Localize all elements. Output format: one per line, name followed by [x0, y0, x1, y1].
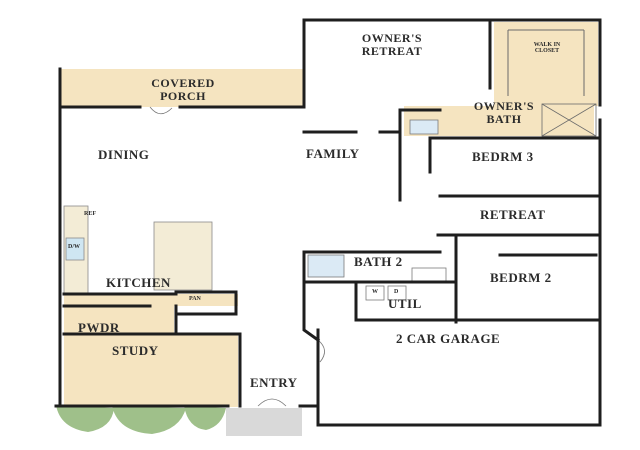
covered-porch-line2: PORCH: [160, 89, 206, 103]
fixture-label-dryer: D: [394, 289, 399, 295]
owners-retreat-line1: OWNER'S: [361, 31, 423, 45]
kitchen-counters: [63, 205, 213, 295]
room-label-bath-2: BATH 2: [354, 254, 403, 269]
closet-floor: [494, 22, 598, 106]
garage-door-swing: [317, 339, 325, 363]
walk-in-closet-line2: CLOSET: [534, 48, 560, 54]
room-label-bedroom-2: BEDRM 2: [490, 270, 552, 285]
room-label-retreat: RETREAT: [480, 207, 546, 222]
room-label-family: FAMILY: [306, 146, 360, 161]
room-label-kitchen: KITCHEN: [106, 275, 171, 290]
room-label-entry: ENTRY: [250, 375, 298, 390]
room-label-study: STUDY: [112, 343, 159, 358]
fixture-label-refrigerator: REF: [84, 211, 96, 217]
study-floor: [64, 333, 238, 407]
kitchen-island: [153, 221, 213, 291]
shower-x2: [541, 103, 597, 137]
landscape: [56, 405, 226, 434]
entry-walkway: [226, 408, 302, 436]
kitchen-strip-floor: [64, 294, 238, 306]
walls: [54, 18, 602, 427]
fixture-label-dishwasher: D/W: [68, 244, 80, 250]
room-label-pantry: PAN: [189, 296, 201, 302]
shrub-right: [184, 406, 226, 430]
room-label-util: UTIL: [388, 296, 422, 311]
entry-door-swing: [257, 398, 287, 407]
room-label-garage: 2 CAR GARAGE: [396, 331, 501, 346]
door-swings: [149, 106, 325, 407]
kitchen-sink: [65, 237, 85, 261]
bath2-tub: [307, 254, 345, 278]
shrub-middle: [112, 406, 186, 434]
wall-entry: [302, 280, 321, 343]
covered-porch-line1: COVERED: [151, 76, 215, 90]
powder-floor: [64, 304, 174, 334]
room-label-covered-porch: COVERED PORCH: [128, 77, 238, 102]
closet-shelves: [507, 29, 585, 96]
fixture-label-washer: W: [372, 289, 378, 295]
room-label-dining: DINING: [98, 147, 150, 162]
owners-bath-tub: [409, 119, 439, 135]
owners-shower: [541, 103, 597, 137]
covered-porch-floor: [60, 69, 304, 107]
shrub-left: [56, 405, 114, 432]
util-dryer: [387, 285, 407, 301]
bath-fixtures: [307, 119, 447, 301]
room-label-owners-bath: OWNER'S BATH: [448, 100, 560, 125]
shower-box: [541, 103, 597, 137]
owners-bath-line1: OWNER'S: [473, 99, 535, 113]
room-label-powder: PWDR: [78, 320, 120, 335]
owners-bath-line2: BATH: [486, 112, 522, 126]
wall-owners-retreat: [302, 18, 602, 109]
util-washer: [365, 285, 385, 301]
porch-door-swing: [149, 106, 173, 115]
wall-pantry: [174, 290, 238, 316]
owners-retreat-line2: RETREAT: [361, 44, 423, 58]
walk-in-closet-line1: WALK IN: [533, 42, 561, 48]
bath2-vanity: [411, 267, 447, 283]
room-label-owners-retreat: OWNER'S RETREAT: [338, 32, 446, 57]
room-label-bedroom-3: BEDRM 3: [472, 149, 534, 164]
room-label-walk-in-closet: WALK IN CLOSET: [518, 42, 576, 54]
